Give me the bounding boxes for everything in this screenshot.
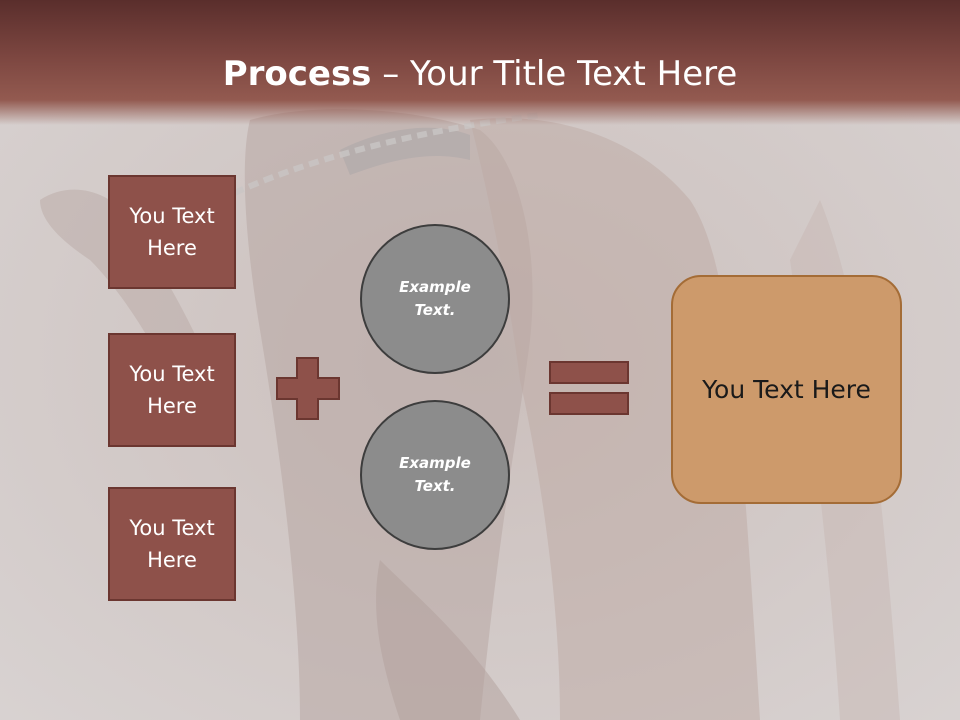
text-box-1-label: You Text Here — [129, 204, 215, 260]
example-circle-2-label: Example Text. — [399, 454, 471, 495]
result-box-label: You Text Here — [702, 375, 871, 404]
title-bold: Process — [222, 54, 372, 94]
result-box[interactable]: You Text Here — [671, 275, 902, 504]
title-rest: – Your Title Text Here — [371, 54, 738, 94]
plus-icon — [276, 357, 340, 420]
text-box-2[interactable]: You Text Here — [108, 333, 236, 447]
slide-title: Process – Your Title Text Here — [0, 52, 960, 96]
text-box-3[interactable]: You Text Here — [108, 487, 236, 601]
text-box-3-label: You Text Here — [129, 516, 215, 572]
title-bar — [0, 0, 960, 125]
text-box-1[interactable]: You Text Here — [108, 175, 236, 289]
example-circle-1[interactable]: Example Text. — [360, 224, 510, 374]
equals-icon — [549, 361, 629, 415]
example-circle-2[interactable]: Example Text. — [360, 400, 510, 550]
text-box-2-label: You Text Here — [129, 362, 215, 418]
example-circle-1-label: Example Text. — [399, 278, 471, 319]
